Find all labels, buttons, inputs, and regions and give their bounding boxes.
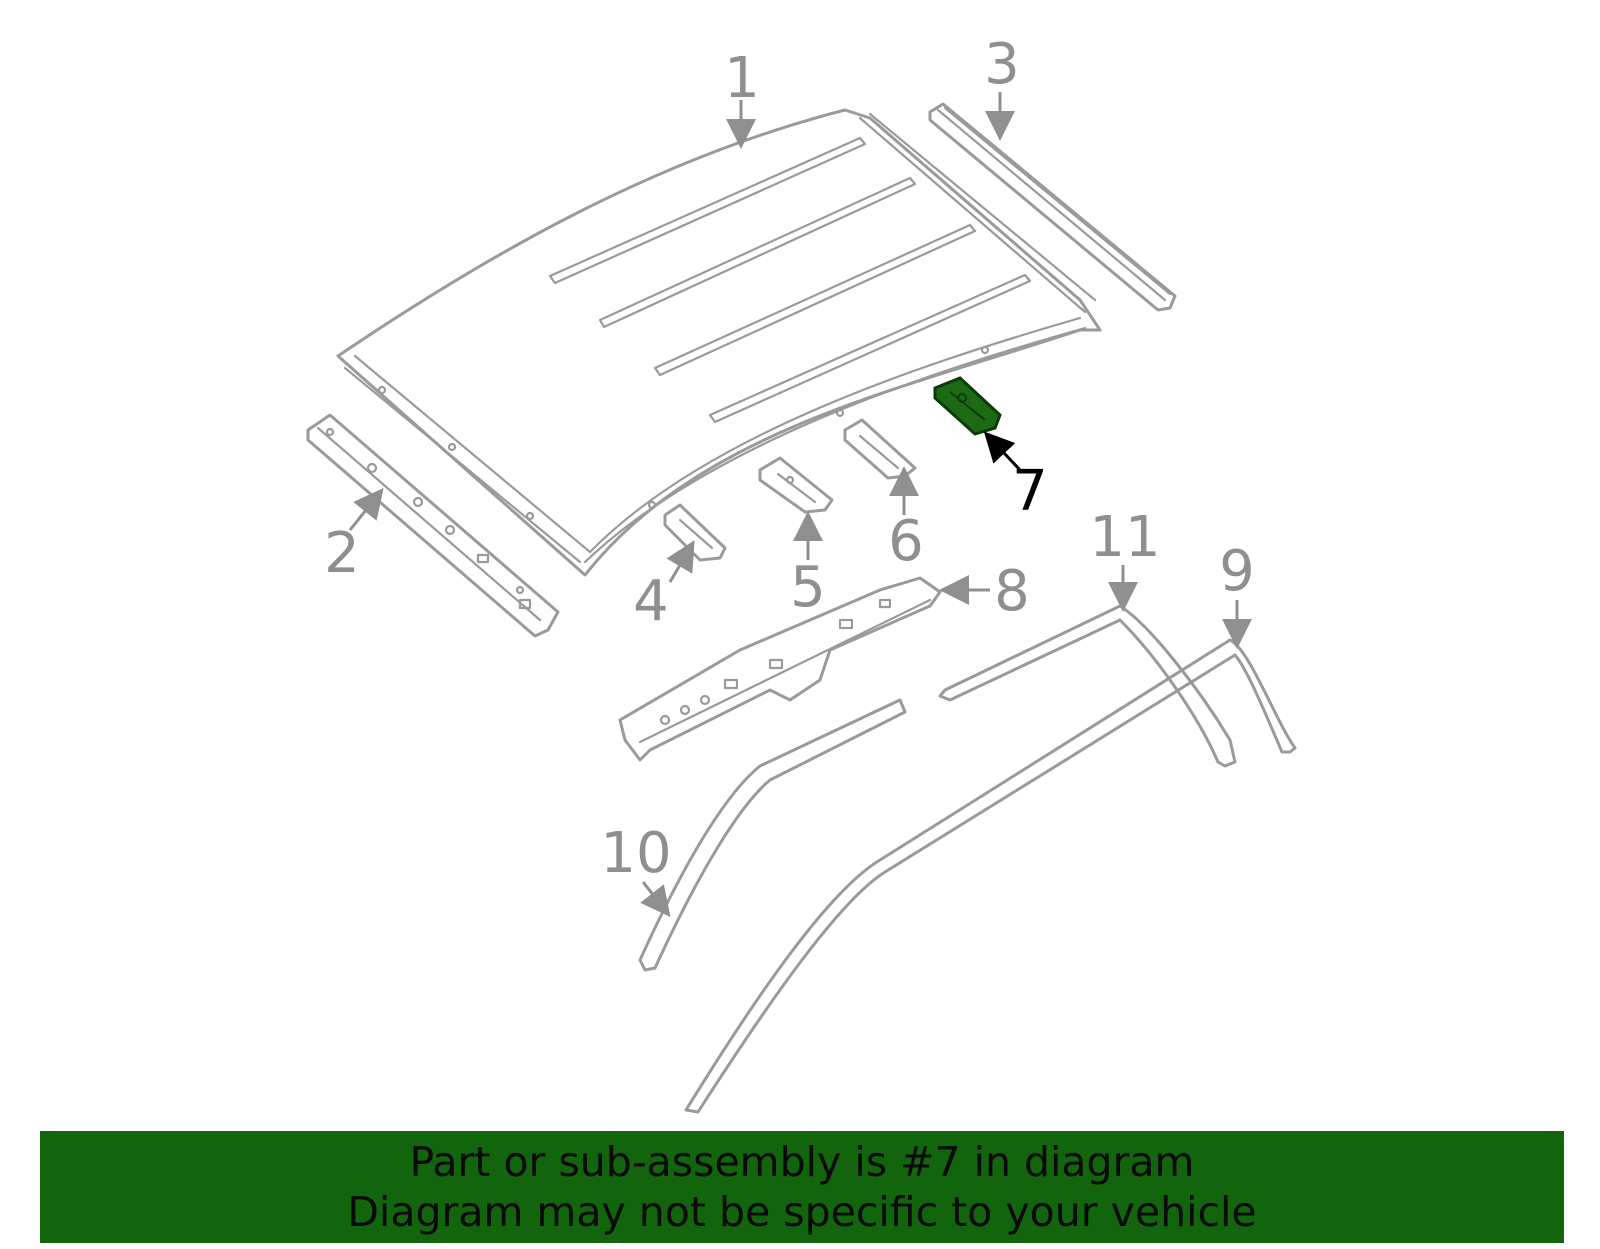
leader-2 [348,487,384,531]
part-info-banner: Part or sub-assembly is #7 in diagram Di… [40,1131,1564,1243]
roof-bow-rear [843,418,917,480]
roof-panel [336,108,1102,577]
banner-line-1: Part or sub-assembly is #7 in diagram [409,1138,1195,1186]
roof-bow-front [663,503,727,562]
callout-4: 4 [633,569,669,634]
callout-6: 6 [888,509,924,574]
callout-2: 2 [324,521,360,586]
banner-line-2: Diagram may not be specific to your vehi… [347,1188,1257,1236]
callout-5: 5 [790,555,826,620]
rear-header-rail [928,102,1177,312]
callout-10: 10 [600,821,671,886]
leader-7 [983,431,1022,472]
callout-7: 7 [1012,459,1048,524]
callout-8: 8 [994,559,1030,624]
callout-11: 11 [1089,505,1160,570]
roof-bow-center [758,456,834,514]
leader-4 [666,540,695,583]
front-pillar-trim [638,698,907,972]
callout-9: 9 [1219,539,1255,604]
highlighted-roof-bow-part-7 [933,376,1002,436]
roof-rail-reinforcement [618,576,942,762]
callout-3: 3 [984,32,1020,97]
leader-10 [640,881,671,918]
outer-roof-side-rail [684,638,1297,1114]
inner-roof-side-rail [938,604,1237,768]
callout-1: 1 [724,46,760,111]
front-header-rail [306,413,560,638]
